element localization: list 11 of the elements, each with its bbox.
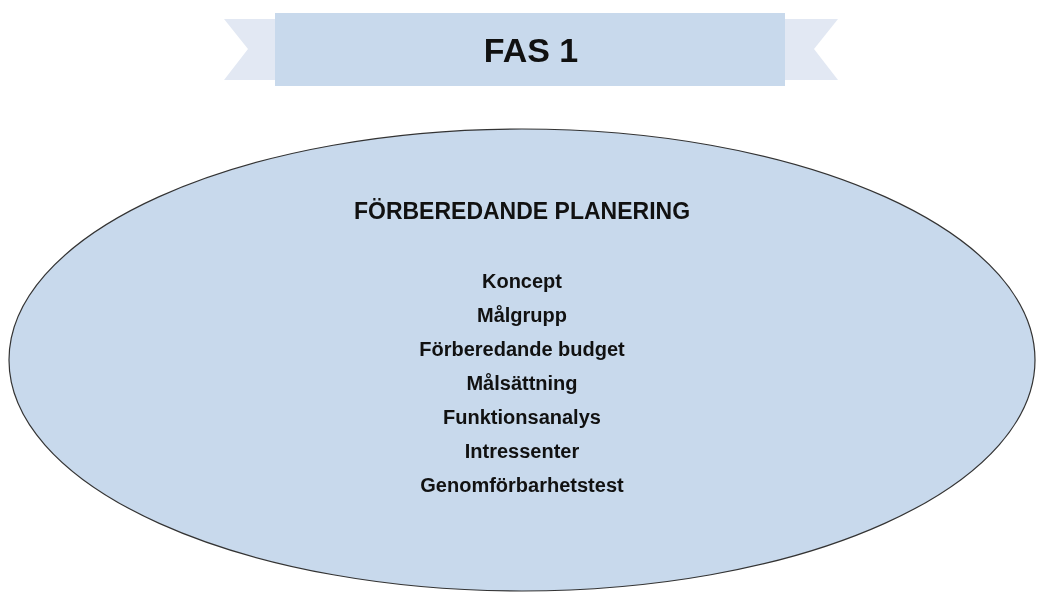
ribbon-banner <box>224 13 838 86</box>
list-item: Målgrupp <box>477 303 567 329</box>
list-item: Förberedande budget <box>419 337 625 363</box>
banner-title: FAS 1 <box>483 32 579 67</box>
list-item: Intressenter <box>464 439 580 465</box>
list-item: Genomförbarhetstest <box>420 473 624 499</box>
ellipse-shape <box>8 128 1036 592</box>
ellipse-heading: FÖRBEREDANDE PLANERING <box>353 196 691 226</box>
list-item: Målsättning <box>466 371 578 397</box>
list-item: Funktionsanalys <box>443 405 601 431</box>
list-item: Koncept <box>482 269 562 295</box>
